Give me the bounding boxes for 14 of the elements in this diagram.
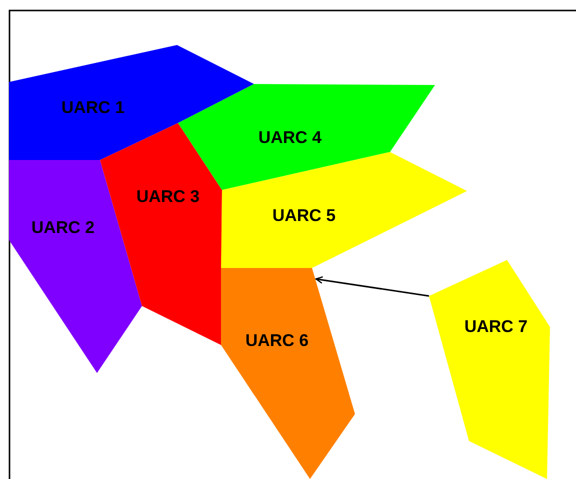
region-label: UARC 7: [464, 317, 528, 337]
map-region: [221, 152, 467, 268]
region-label: UARC 3: [136, 187, 200, 207]
region-label: UARC 2: [31, 218, 95, 238]
map-region: [9, 45, 254, 160]
map-region: [100, 123, 222, 345]
map-region: [221, 268, 355, 479]
map-region: [178, 84, 435, 190]
region-label: UARC 1: [61, 98, 125, 118]
region-label: UARC 4: [258, 128, 322, 148]
region-label: UARC 5: [272, 206, 336, 226]
region-label: UARC 6: [245, 331, 309, 351]
map-region: [429, 260, 550, 479]
arrow: [315, 276, 430, 297]
